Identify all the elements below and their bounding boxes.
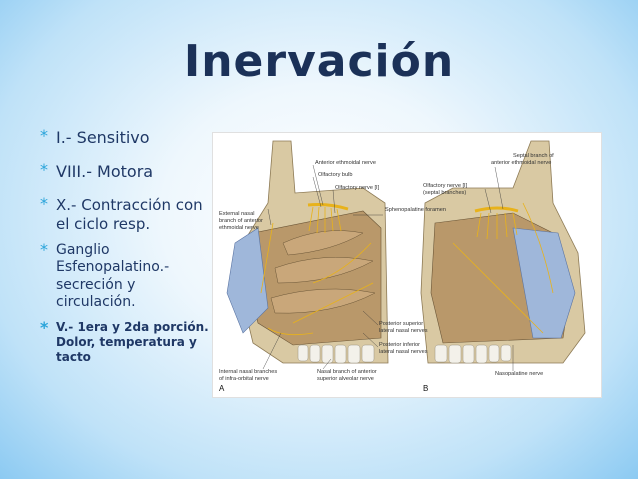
label-septal-branch: Septal branch of: [513, 153, 554, 159]
panel-b-illustration: [420, 140, 586, 364]
label-olfactory-bulb: Olfactory bulb: [318, 172, 353, 178]
label-internal-nasal: of infra-orbital nerve: [219, 376, 269, 382]
label-sphenopalatine-foramen: Sphenopalatine foramen: [385, 207, 446, 213]
bullet-item: *I.- Sensitivo: [40, 126, 150, 147]
slide-title: Inervación: [183, 36, 455, 87]
label-posterior-inferior: lateral nasal nerves: [379, 349, 428, 355]
label-external-nasal: External nasal: [219, 211, 254, 217]
star-bullet-icon: *: [40, 239, 48, 259]
star-bullet-icon: *: [40, 160, 48, 179]
label-nasal-branch: Nasal branch of anterior: [317, 369, 377, 375]
label-olfactory-septal: Olfactory nerve [I]: [423, 183, 468, 189]
bullet-item: *Ganglio Esfenopalatino.- secreción y ci…: [40, 239, 170, 311]
star-bullet-icon: *: [40, 317, 49, 337]
bullet-item: *X.- Contracción con el ciclo resp.: [40, 194, 203, 233]
bullet-item: *VIII.- Motora: [40, 160, 154, 181]
panel-label-a: A: [219, 384, 225, 393]
label-olfactory-nerve: Olfactory nerve [I]: [335, 185, 380, 191]
label-nasopalatine-nerve: Nasopalatine nerve: [495, 371, 543, 377]
panel-label-b: B: [423, 384, 428, 393]
bullet-item: *V.- 1era y 2da porción. Dolor, temperat…: [40, 317, 209, 364]
nasal-innervation-figure: Anterior ethmoidal nerve Olfactory bulb …: [212, 132, 602, 398]
label-external-nasal: branch of anterior: [219, 218, 263, 224]
bullet-list: *I.- Sensitivo *VIII.- Motora *X.- Contr…: [40, 126, 212, 365]
label-olfactory-septal: (septal branches): [423, 190, 466, 196]
anatomy-illustration: Anterior ethmoidal nerve Olfactory bulb …: [219, 140, 586, 393]
star-bullet-icon: *: [40, 194, 48, 213]
label-nasal-branch: superior alveolar nerve: [317, 376, 374, 382]
label-posterior-inferior: Posterior inferior: [379, 342, 420, 348]
label-posterior-superior: Posterior superior: [379, 321, 423, 327]
panel-a-illustration: [226, 140, 389, 364]
label-internal-nasal: Internal nasal branches: [219, 369, 277, 375]
star-bullet-icon: *: [40, 126, 48, 145]
label-septal-branch: anterior ethmoidal nerve: [491, 160, 551, 166]
label-posterior-superior: lateral nasal nerves: [379, 328, 428, 334]
label-anterior-ethmoidal-nerve: Anterior ethmoidal nerve: [315, 160, 376, 166]
label-external-nasal: ethmoidal nerve: [219, 225, 259, 231]
